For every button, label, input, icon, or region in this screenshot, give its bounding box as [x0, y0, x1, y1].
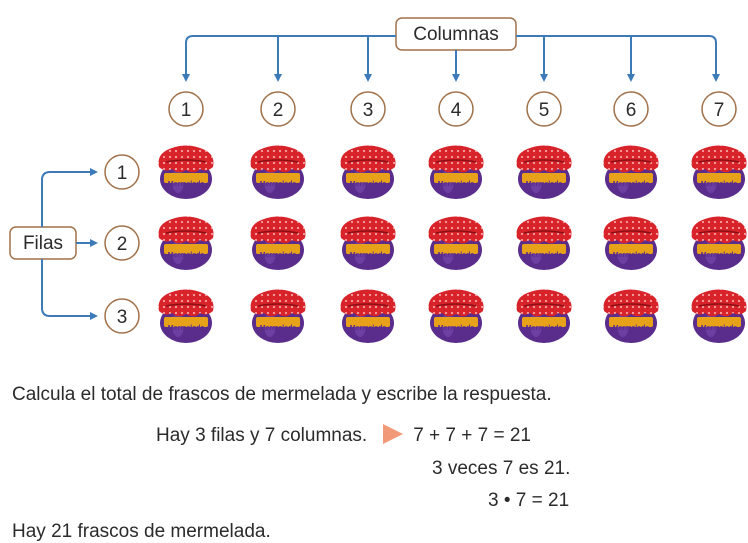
jam-jar-icon: [159, 146, 214, 200]
jar-label: Mermelada: [350, 325, 387, 332]
jar-label: Mermelada: [526, 252, 563, 259]
jam-jar: Mermelada: [429, 146, 484, 200]
jar-label: Mermelada: [350, 181, 387, 188]
jam-jar: Mermelada: [604, 217, 659, 271]
jam-jar: Mermelada: [517, 217, 572, 271]
jam-jar-icon: [341, 146, 396, 200]
answer-text: Hay 21 frascos de mermelada.: [12, 521, 271, 543]
jam-jar-icon: [604, 146, 659, 200]
column-number: 6: [626, 100, 637, 121]
jar-label: Mermelada: [526, 325, 563, 332]
jam-jar: Mermelada: [429, 217, 484, 271]
jar-label: Mermelada: [613, 252, 650, 259]
jar-label: Mermelada: [438, 325, 475, 332]
jam-jar: Mermelada: [604, 146, 659, 200]
jar-label: Mermelada: [260, 252, 297, 259]
multiplication-expression: 3 • 7 = 21: [488, 490, 569, 512]
jam-jar-icon: [429, 290, 484, 344]
jar-label: Mermelada: [168, 325, 205, 332]
jam-jar-icon: [692, 217, 747, 271]
explanation-line-2: 3 veces 7 es 21.: [432, 458, 570, 480]
jam-jar-icon: [429, 146, 484, 200]
jam-jar-icon: [604, 290, 659, 344]
jam-jar-icon: [251, 217, 306, 271]
jam-jar-icon: [692, 290, 747, 344]
column-number: 1: [181, 100, 192, 121]
jam-jar: Mermelada: [159, 146, 214, 200]
jam-jar-icon: [692, 146, 747, 200]
row-number: 1: [117, 163, 128, 184]
jam-jar-icon: [159, 290, 214, 344]
rows-columns-statement: Hay 3 filas y 7 columnas.: [156, 425, 367, 446]
jar-label: Mermelada: [438, 252, 475, 259]
jam-jar-icon: [251, 290, 306, 344]
jam-jar: Mermelada: [517, 290, 572, 344]
jar-label: Mermelada: [701, 252, 738, 259]
pointer-triangle-icon: [383, 424, 403, 444]
jam-jar: Mermelada: [692, 290, 747, 344]
rows-label: Filas: [23, 233, 63, 254]
jam-jar: Mermelada: [517, 146, 572, 200]
jam-jar-icon: [159, 217, 214, 271]
jar-label: Mermelada: [260, 325, 297, 332]
jar-label: Mermelada: [260, 181, 297, 188]
jar-label: Mermelada: [613, 181, 650, 188]
jar-label: Mermelada: [613, 325, 650, 332]
jam-jar-icon: [251, 146, 306, 200]
jam-jar-icon: [517, 146, 572, 200]
column-number: 2: [273, 100, 284, 121]
addition-expression: 7 + 7 + 7 = 21: [413, 425, 531, 446]
column-number: 7: [714, 100, 725, 121]
jam-jar-icon: [517, 217, 572, 271]
jam-jar-icon: [341, 290, 396, 344]
column-number: 3: [363, 100, 374, 121]
jam-jar: Mermelada: [604, 290, 659, 344]
jam-jar: Mermelada: [251, 146, 306, 200]
jam-jar-icon: [517, 290, 572, 344]
jam-jar-icon: [341, 217, 396, 271]
jam-jar: Mermelada: [251, 290, 306, 344]
jar-label: Mermelada: [168, 181, 205, 188]
jar-label: Mermelada: [168, 252, 205, 259]
jam-jar: Mermelada: [251, 217, 306, 271]
jar-label: Mermelada: [701, 325, 738, 332]
jam-jar: Mermelada: [341, 217, 396, 271]
row-number: 3: [117, 307, 128, 328]
instruction-text: Calcula el total de frascos de mermelada…: [12, 384, 552, 406]
row-number: 2: [117, 234, 128, 255]
jam-jar: Mermelada: [341, 146, 396, 200]
jam-jar-icon: [604, 217, 659, 271]
jar-label: Mermelada: [438, 181, 475, 188]
jam-jar: Mermelada: [159, 217, 214, 271]
jar-label: Mermelada: [350, 252, 387, 259]
columns-label: Columnas: [413, 24, 499, 45]
jar-label: Mermelada: [526, 181, 563, 188]
jam-jar: Mermelada: [341, 290, 396, 344]
explanation-line-1: Hay 3 filas y 7 columnas. 7 + 7 + 7 = 21: [156, 424, 531, 447]
column-number: 5: [539, 100, 550, 121]
jam-jar-icon: [429, 217, 484, 271]
jam-jar: Mermelada: [692, 146, 747, 200]
jar-label: Mermelada: [701, 181, 738, 188]
jam-jar: Mermelada: [429, 290, 484, 344]
jam-jar: Mermelada: [692, 217, 747, 271]
jam-jar: Mermelada: [159, 290, 214, 344]
column-number: 4: [451, 100, 462, 121]
